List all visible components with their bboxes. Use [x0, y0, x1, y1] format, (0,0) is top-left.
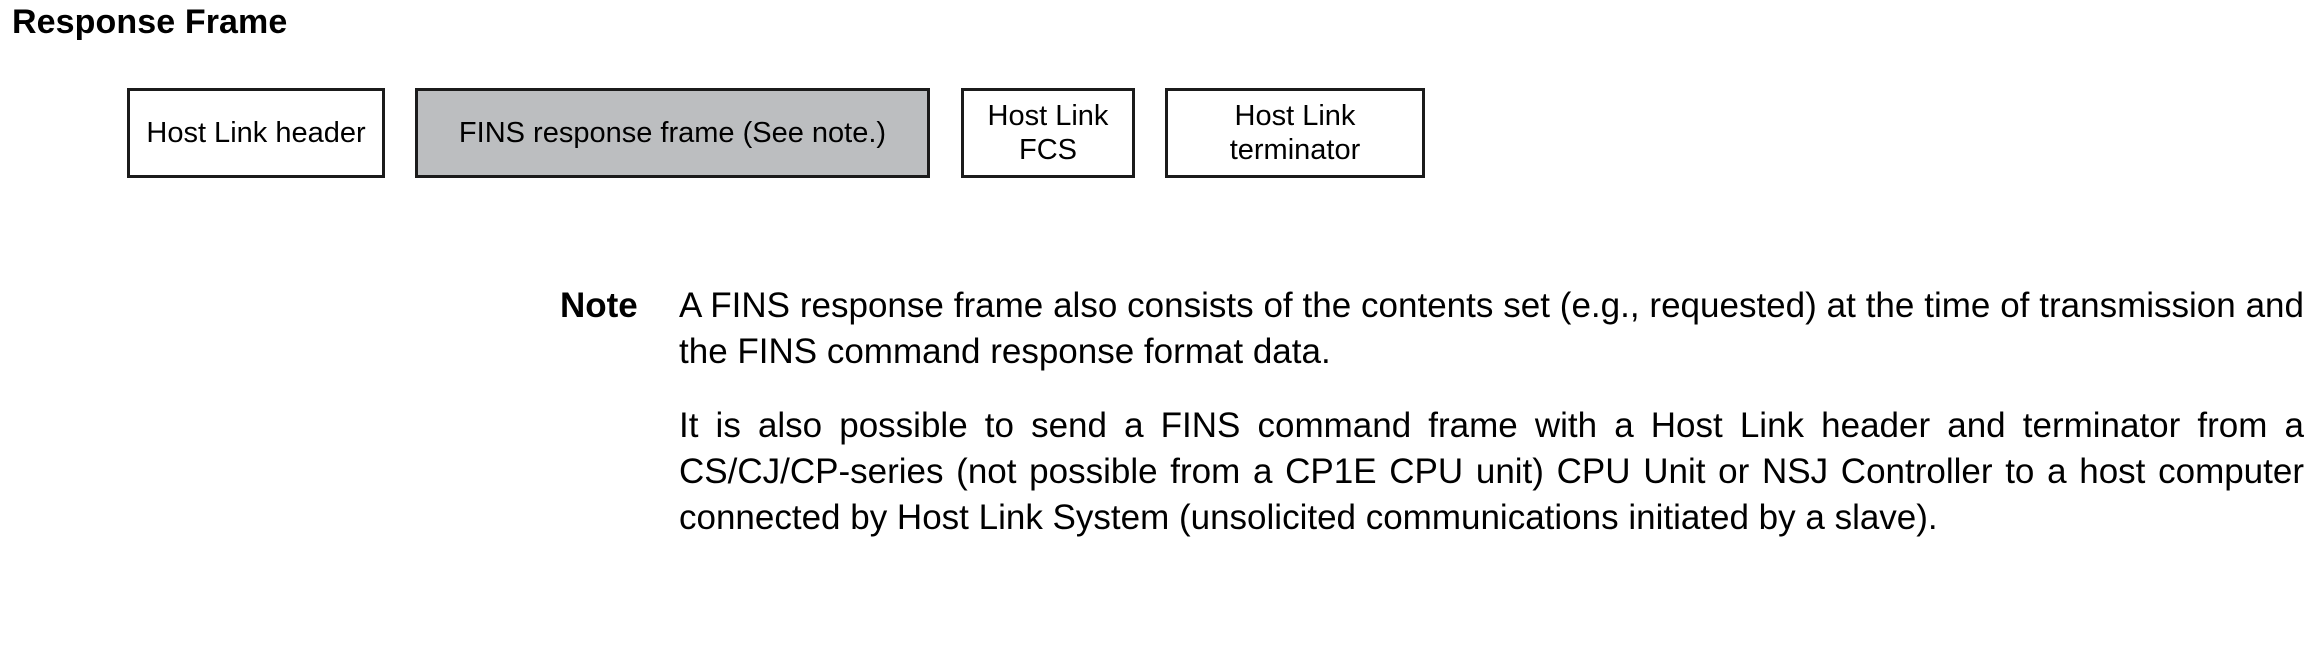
page-title: Response Frame	[12, 3, 288, 41]
frame-box-host-link-header: Host Link header	[127, 88, 385, 178]
note-label: Note	[560, 286, 638, 325]
frame-box-host-link-terminator: Host Link terminator	[1165, 88, 1425, 178]
frame-box-host-link-fcs-label: Host Link FCS	[987, 100, 1109, 166]
note-body: A FINS response frame also consists of t…	[679, 283, 2304, 541]
note-paragraph-1: A FINS response frame also consists of t…	[679, 286, 2304, 371]
frame-box-host-link-terminator-label: Host Link terminator	[1229, 100, 1361, 166]
frame-box-fins-response-frame: FINS response frame (See note.)	[415, 88, 930, 178]
frame-box-host-link-header-label: Host Link header	[146, 117, 366, 149]
response-frame-diagram: Host Link header FINS response frame (Se…	[0, 88, 2319, 178]
frame-box-fins-response-frame-label: FINS response frame (See note.)	[458, 117, 887, 149]
frame-box-host-link-fcs: Host Link FCS	[961, 88, 1135, 178]
note-paragraph-2: It is also possible to send a FINS comma…	[679, 406, 2304, 537]
